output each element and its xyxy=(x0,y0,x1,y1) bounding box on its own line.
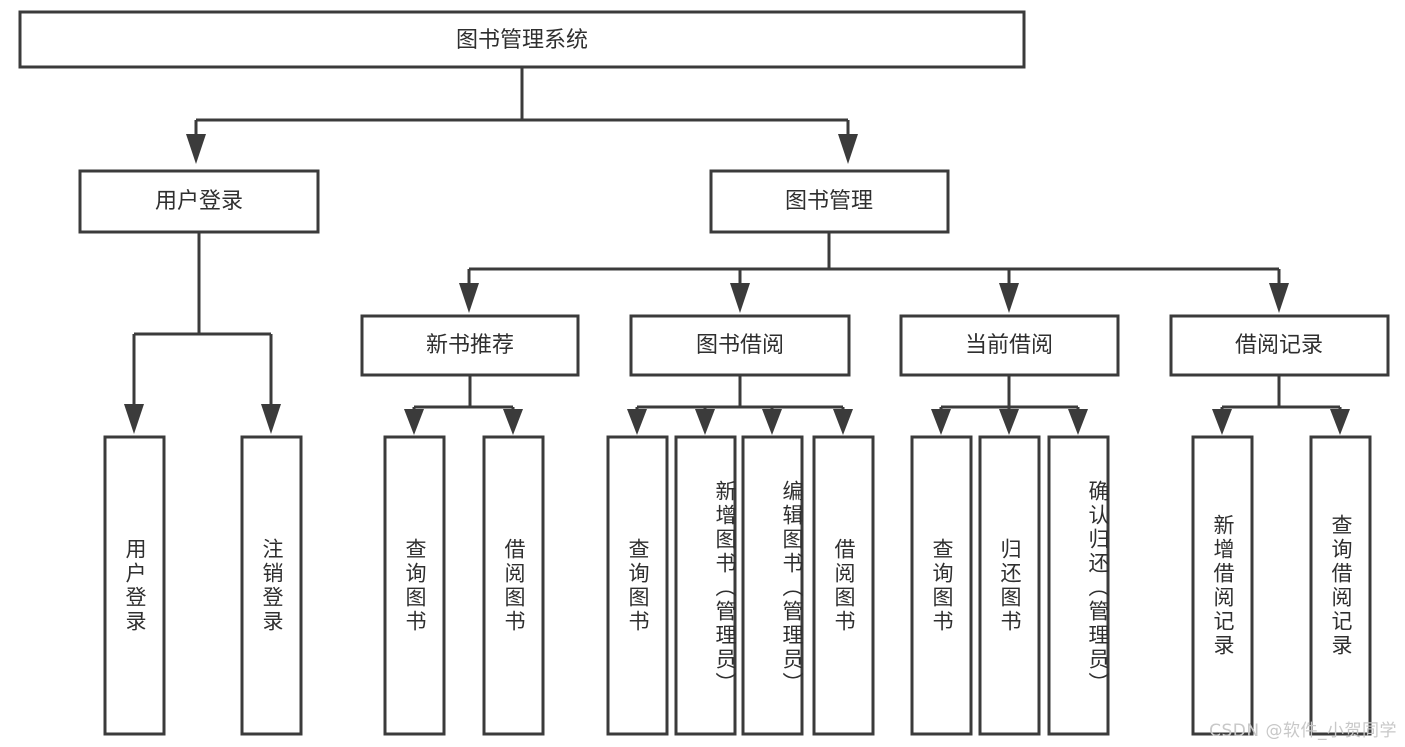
node-book-borrow[interactable]: 图书借阅 xyxy=(629,314,851,377)
leaf-box-add-record[interactable] xyxy=(1191,435,1254,736)
leaf-box-query-book-3[interactable] xyxy=(910,435,973,736)
node-user-login[interactable]: 用户登录 xyxy=(78,169,320,234)
arrow-head-icon xyxy=(695,409,715,435)
node-current-borrow[interactable]: 当前借阅 xyxy=(899,314,1120,377)
arrow-head-icon xyxy=(1068,409,1088,435)
arrow-head-icon xyxy=(503,409,523,435)
node-book-manage-label: 图书管理 xyxy=(785,189,873,214)
leaf-box-query-book-2[interactable] xyxy=(606,435,669,736)
node-new-book-rec-label: 新书推荐 xyxy=(426,333,514,358)
node-borrow-record-label: 借阅记录 xyxy=(1235,333,1323,358)
arrow-head-icon xyxy=(124,404,144,434)
connector-user-login-to-leaves xyxy=(124,232,281,434)
connector-borrow-record-to-leaves xyxy=(1212,375,1350,435)
arrow-head-icon xyxy=(730,283,750,313)
arrow-head-icon xyxy=(999,409,1019,435)
node-book-borrow-label: 图书借阅 xyxy=(696,333,784,358)
arrow-head-icon xyxy=(261,404,281,434)
leaf-box-user-login[interactable] xyxy=(103,435,166,736)
arrow-head-icon xyxy=(186,134,206,164)
node-new-book-rec[interactable]: 新书推荐 xyxy=(360,314,580,377)
leaf-box-edit-book[interactable] xyxy=(741,435,804,736)
arrow-head-icon xyxy=(1330,409,1350,435)
leaf-box-add-book[interactable] xyxy=(674,435,737,736)
node-root[interactable]: 图书管理系统 xyxy=(18,10,1026,69)
leaf-box-query-book-1[interactable] xyxy=(383,435,446,736)
connector-current-borrow-to-leaves xyxy=(931,375,1088,435)
arrow-head-icon xyxy=(1269,283,1289,313)
arrow-head-icon xyxy=(833,409,853,435)
leaf-box-borrow-book-2[interactable] xyxy=(812,435,875,736)
node-borrow-record[interactable]: 借阅记录 xyxy=(1169,314,1390,377)
arrow-head-icon xyxy=(627,409,647,435)
node-root-box[interactable] xyxy=(18,10,1026,69)
leaf-box-borrow-book-1[interactable] xyxy=(482,435,545,736)
node-current-borrow-label: 当前借阅 xyxy=(965,333,1053,358)
node-user-login-label: 用户登录 xyxy=(155,189,243,214)
arrow-head-icon xyxy=(838,134,858,164)
arrow-head-icon xyxy=(1212,409,1232,435)
connector-new-book-rec-to-leaves xyxy=(404,375,523,435)
leaf-box-return-book[interactable] xyxy=(978,435,1041,736)
node-book-manage[interactable]: 图书管理 xyxy=(709,169,950,234)
arrow-head-icon xyxy=(459,283,479,313)
arrow-head-icon xyxy=(999,283,1019,313)
leaf-box-confirm-return[interactable] xyxy=(1047,435,1110,736)
leaf-box-logout[interactable] xyxy=(240,435,303,736)
node-user-login-box[interactable] xyxy=(78,169,320,234)
leaf-box-query-record[interactable] xyxy=(1309,435,1372,736)
connector-book-manage-to-level2 xyxy=(459,232,1289,313)
node-new-book-rec-box[interactable] xyxy=(360,314,580,377)
csdn-watermark: CSDN @软件_小贺同学 xyxy=(1209,721,1397,741)
arrow-head-icon xyxy=(931,409,951,435)
arrow-head-icon xyxy=(404,409,424,435)
arrow-head-icon xyxy=(762,409,782,435)
connector-root-to-level1 xyxy=(186,67,858,164)
connector-book-borrow-to-leaves xyxy=(627,375,853,435)
node-root-label: 图书管理系统 xyxy=(456,28,588,53)
node-current-borrow-box[interactable] xyxy=(899,314,1120,377)
